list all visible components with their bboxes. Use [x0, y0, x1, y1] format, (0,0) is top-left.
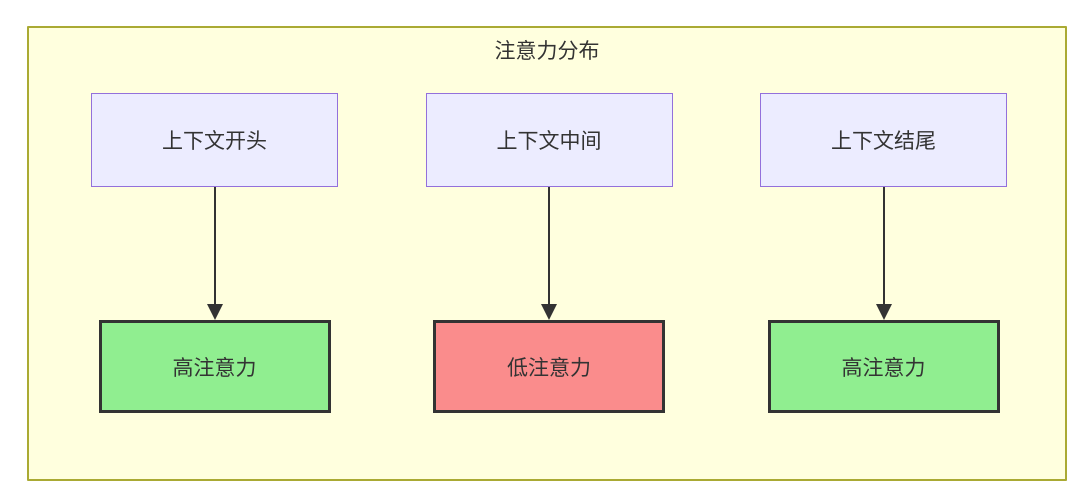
target-node-low-attention: 低注意力 [433, 320, 665, 413]
source-node-context-begin: 上下文开头 [91, 93, 338, 187]
flow-column-end: 上下文结尾 高注意力 [760, 93, 1007, 413]
source-node-context-middle: 上下文中间 [425, 93, 673, 187]
arrow-down-icon [875, 187, 893, 320]
diagram-canvas: 注意力分布 上下文开头 高注意力 上下文中间 低注意力 上下 [27, 26, 1067, 481]
flow-row: 上下文开头 高注意力 上下文中间 低注意力 上下文结尾 [91, 93, 1007, 413]
flow-column-begin: 上下文开头 高注意力 [91, 93, 338, 413]
target-node-high-attention-2: 高注意力 [767, 320, 1000, 413]
diagram-title: 注意力分布 [494, 40, 600, 63]
arrow-down-icon [206, 187, 224, 320]
source-node-context-end: 上下文结尾 [760, 93, 1007, 187]
arrow-down-icon [540, 187, 558, 320]
target-node-high-attention-1: 高注意力 [98, 320, 331, 413]
flow-column-middle: 上下文中间 低注意力 [425, 93, 673, 413]
